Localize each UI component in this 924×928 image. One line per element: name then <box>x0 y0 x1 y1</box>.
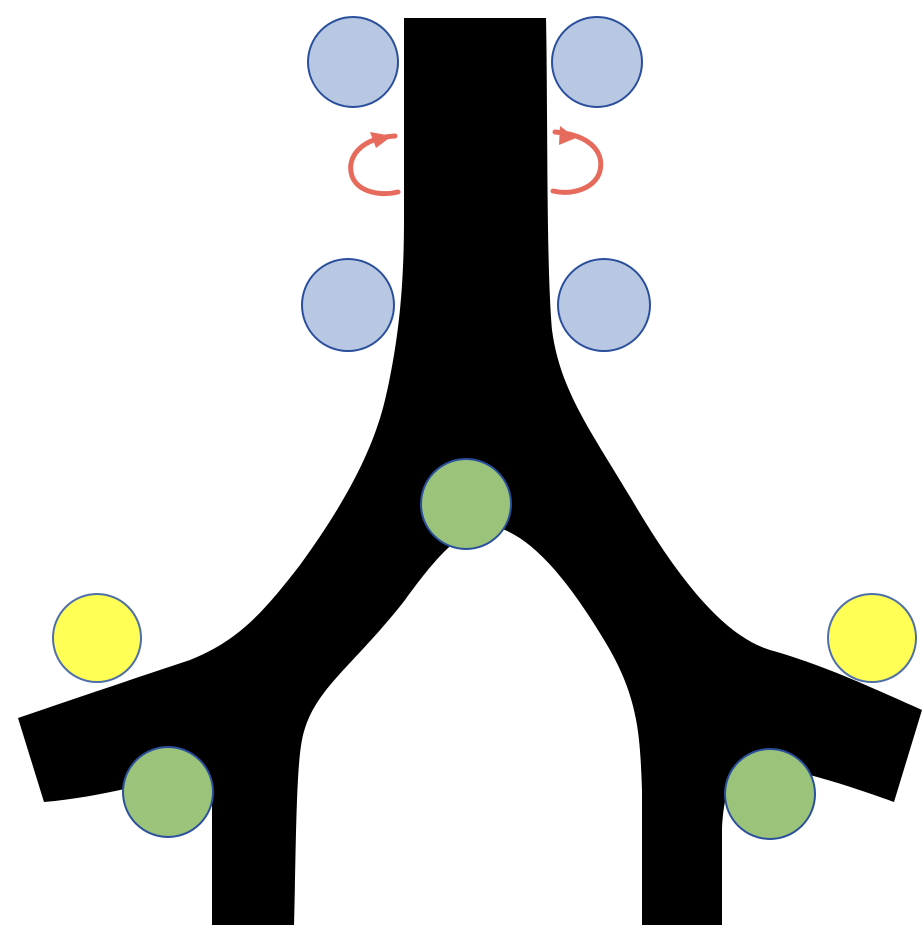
right-branch-node <box>725 749 815 839</box>
upper-node-right <box>552 17 642 107</box>
mid-node-left <box>302 259 394 351</box>
left-outer-node <box>53 594 141 682</box>
center-bifurcation-node <box>421 459 511 549</box>
upper-node-left <box>308 17 398 107</box>
mid-node-right <box>558 259 650 351</box>
left-branch-node <box>123 747 213 837</box>
right-outer-node <box>828 594 916 682</box>
